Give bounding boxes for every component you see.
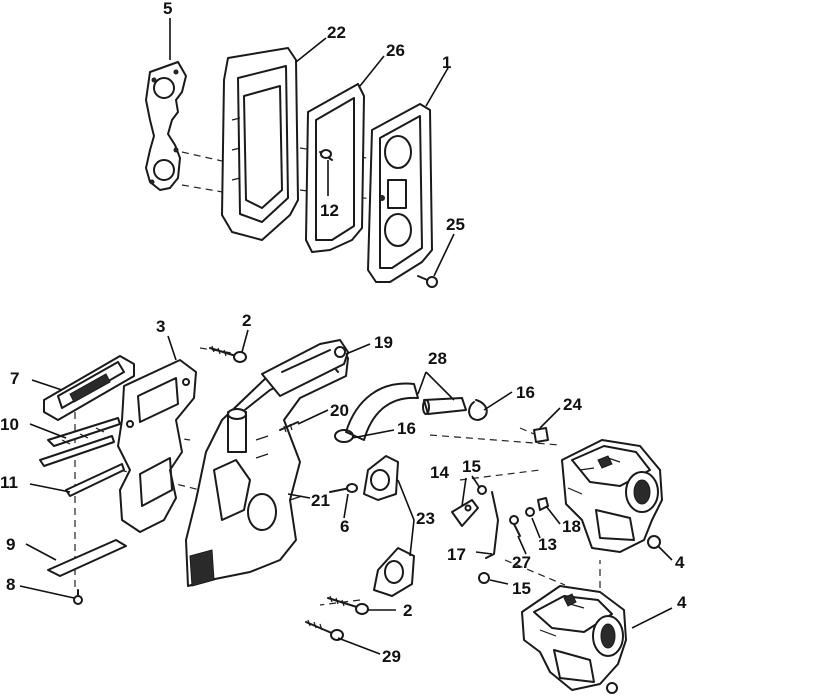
part-25-screw (417, 275, 438, 288)
part-26-gasket (305, 83, 365, 253)
callout-labels: 5 22 26 1 12 25 3 2 19 7 28 16 24 20 10 … (0, 0, 687, 666)
callout-26: 26 (386, 41, 405, 60)
callout-4-lower: 4 (677, 593, 687, 612)
part-2-bolt-lower (327, 595, 369, 615)
part-13-washer (525, 507, 535, 517)
part-7-reed-block (43, 355, 135, 421)
callout-1: 1 (442, 53, 451, 72)
part-6-bolt (329, 483, 358, 493)
part-3-gasket-plate (117, 359, 197, 533)
callout-11: 11 (0, 473, 18, 492)
part-24-fitting (519, 427, 549, 443)
callout-2-lower: 2 (403, 601, 412, 620)
part-20-stud (279, 421, 299, 433)
part-27-screw (509, 515, 521, 537)
part-10-reeds (39, 417, 121, 467)
part-16-clamp-b (468, 399, 488, 421)
callout-24: 24 (563, 395, 582, 414)
part-8-screw (73, 589, 83, 605)
part-5-gasket (145, 61, 187, 191)
part-21-manifold (185, 345, 349, 587)
callout-20: 20 (330, 401, 349, 420)
callout-12: 12 (320, 201, 339, 220)
part-4-carburetor-upper (561, 439, 663, 553)
part-2-bolt-upper (209, 345, 247, 363)
part-11-reed-stop (65, 463, 125, 497)
callout-28: 28 (428, 349, 447, 368)
part-9-plate (47, 539, 127, 577)
callout-10: 10 (0, 415, 19, 434)
callout-4-upper: 4 (675, 553, 685, 572)
part-23-gasket-upper (363, 455, 399, 501)
callout-29: 29 (382, 647, 401, 666)
part-23-gasket-lower (373, 547, 415, 597)
leader-lines (19, 18, 673, 655)
callout-19: 19 (374, 333, 393, 352)
part-23-link-line (397, 479, 415, 557)
callout-8: 8 (6, 575, 15, 594)
part-1-cover (367, 103, 433, 283)
callout-18: 18 (562, 517, 581, 536)
callout-9: 9 (6, 535, 15, 554)
part-22-housing (221, 47, 299, 241)
part-4-carburetor-lower (521, 585, 627, 694)
callout-13: 13 (538, 535, 557, 554)
callout-3: 3 (156, 317, 165, 336)
callout-16-left: 16 (397, 419, 416, 438)
callout-23: 23 (416, 509, 435, 528)
callout-7: 7 (10, 369, 19, 388)
part-19-link-arm (261, 339, 349, 397)
part-16-clamp-a (334, 429, 354, 443)
callout-14: 14 (430, 463, 449, 482)
callout-5: 5 (163, 0, 172, 18)
callout-2-upper: 2 (242, 311, 251, 330)
part-29-bolt (305, 619, 344, 641)
part-15-clip-lower (478, 572, 490, 584)
callout-22: 22 (327, 23, 346, 42)
part-28-hose (345, 382, 467, 441)
part-12-screw (319, 149, 333, 161)
callout-15-lower: 15 (512, 579, 531, 598)
callout-21: 21 (311, 491, 330, 510)
part-14-lever (451, 499, 479, 527)
part-18-nut (537, 497, 549, 511)
callout-16-right: 16 (516, 383, 535, 402)
callout-25: 25 (446, 215, 465, 234)
callout-27: 27 (512, 553, 531, 572)
callout-17: 17 (447, 545, 466, 564)
callout-15-upper: 15 (462, 457, 481, 476)
part-17-rod (485, 491, 499, 559)
callout-6: 6 (340, 517, 349, 536)
